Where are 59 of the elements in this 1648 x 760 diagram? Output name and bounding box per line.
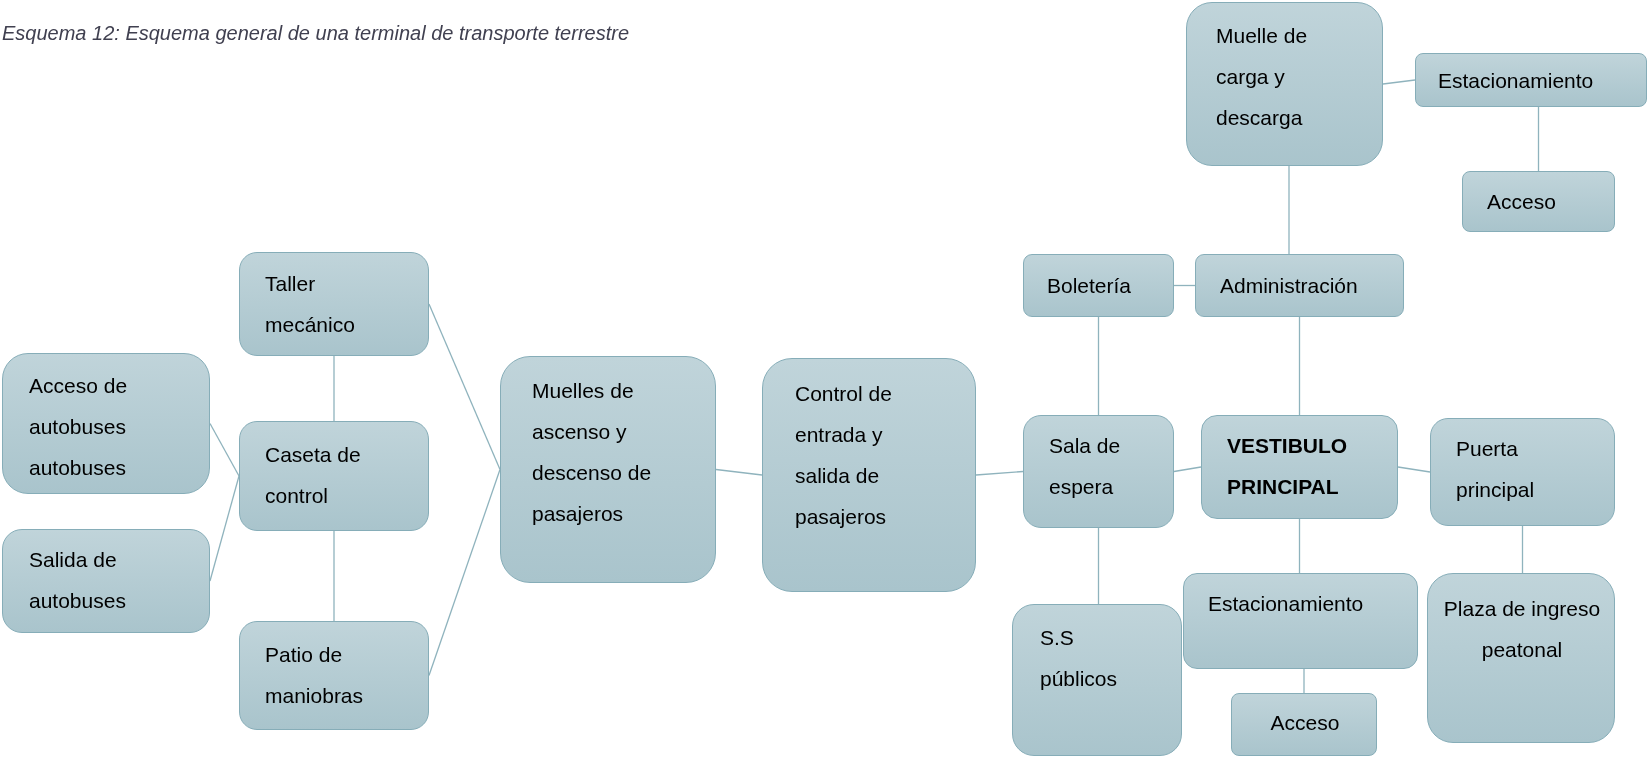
process-box: [239, 621, 429, 730]
process-box: [1195, 254, 1404, 317]
box-label: Estacionamiento: [1208, 591, 1365, 617]
box-label: Sala de espera: [1049, 433, 1122, 500]
connector-line: [1298, 316, 1301, 416]
process-box: [762, 358, 976, 592]
box-label: Boletería: [1047, 273, 1133, 299]
connector-line: [1288, 165, 1290, 255]
connector-line: [1298, 518, 1301, 574]
connector-line: [1303, 668, 1305, 694]
process-box: [239, 421, 429, 531]
connector-line: [715, 468, 763, 476]
connector-line: [209, 475, 240, 582]
process-box: [1231, 693, 1377, 756]
connector-line: [333, 355, 335, 422]
box-label: Taller mecánico: [265, 271, 356, 338]
process-box: [1183, 573, 1418, 669]
connector-line: [1382, 79, 1416, 85]
connector-line: [209, 422, 240, 477]
box-label: Plaza de ingreso peatonal: [1442, 596, 1602, 663]
process-box: [2, 529, 210, 633]
box-label: Acceso: [1269, 710, 1341, 736]
process-box: [1430, 418, 1615, 526]
process-box: [1415, 53, 1647, 107]
box-label: VESTIBULO PRINCIPAL: [1227, 433, 1349, 500]
connector-line: [1521, 525, 1524, 574]
box-label: Caseta de control: [265, 442, 362, 509]
box-label: Muelles de ascenso y descenso de pasajeros: [532, 378, 653, 527]
connector-line: [1097, 527, 1100, 605]
connector-line: [1173, 284, 1196, 287]
box-label: Patio de maniobras: [265, 642, 365, 709]
connector-line: [428, 303, 501, 471]
box-label: Acceso de autobuses autobuses: [29, 373, 129, 481]
process-box: [1023, 254, 1174, 317]
box-label: Muelle de carga y descarga: [1216, 23, 1309, 131]
connector-line: [1097, 316, 1100, 416]
process-box: [1023, 415, 1174, 528]
figure-title: Esquema 12: Esquema general de una terminal de transporte terrestre: [2, 22, 630, 45]
process-box: [1462, 171, 1615, 232]
process-box: [1201, 415, 1398, 519]
box-label: Administración: [1220, 273, 1359, 299]
box-label: Estacionamiento: [1438, 68, 1595, 94]
connector-line: [1537, 106, 1540, 172]
box-label: S.S públicos: [1040, 625, 1119, 692]
box-label: Salida de autobuses: [29, 547, 127, 614]
process-box: [1427, 573, 1615, 743]
box-label: Acceso: [1487, 189, 1557, 215]
connector-line: [428, 468, 501, 677]
process-box: [1186, 2, 1383, 166]
process-box: [1012, 604, 1182, 756]
connector-line: [975, 470, 1024, 476]
process-box: [2, 353, 210, 494]
connector-line: [1173, 466, 1202, 473]
process-box: [500, 356, 716, 583]
box-label: Control de entrada y salida de pasajeros: [795, 381, 893, 530]
connector-line: [333, 530, 335, 622]
process-box: [239, 252, 429, 356]
box-label: Puerta principal: [1456, 436, 1536, 503]
connector-line: [1397, 466, 1431, 473]
